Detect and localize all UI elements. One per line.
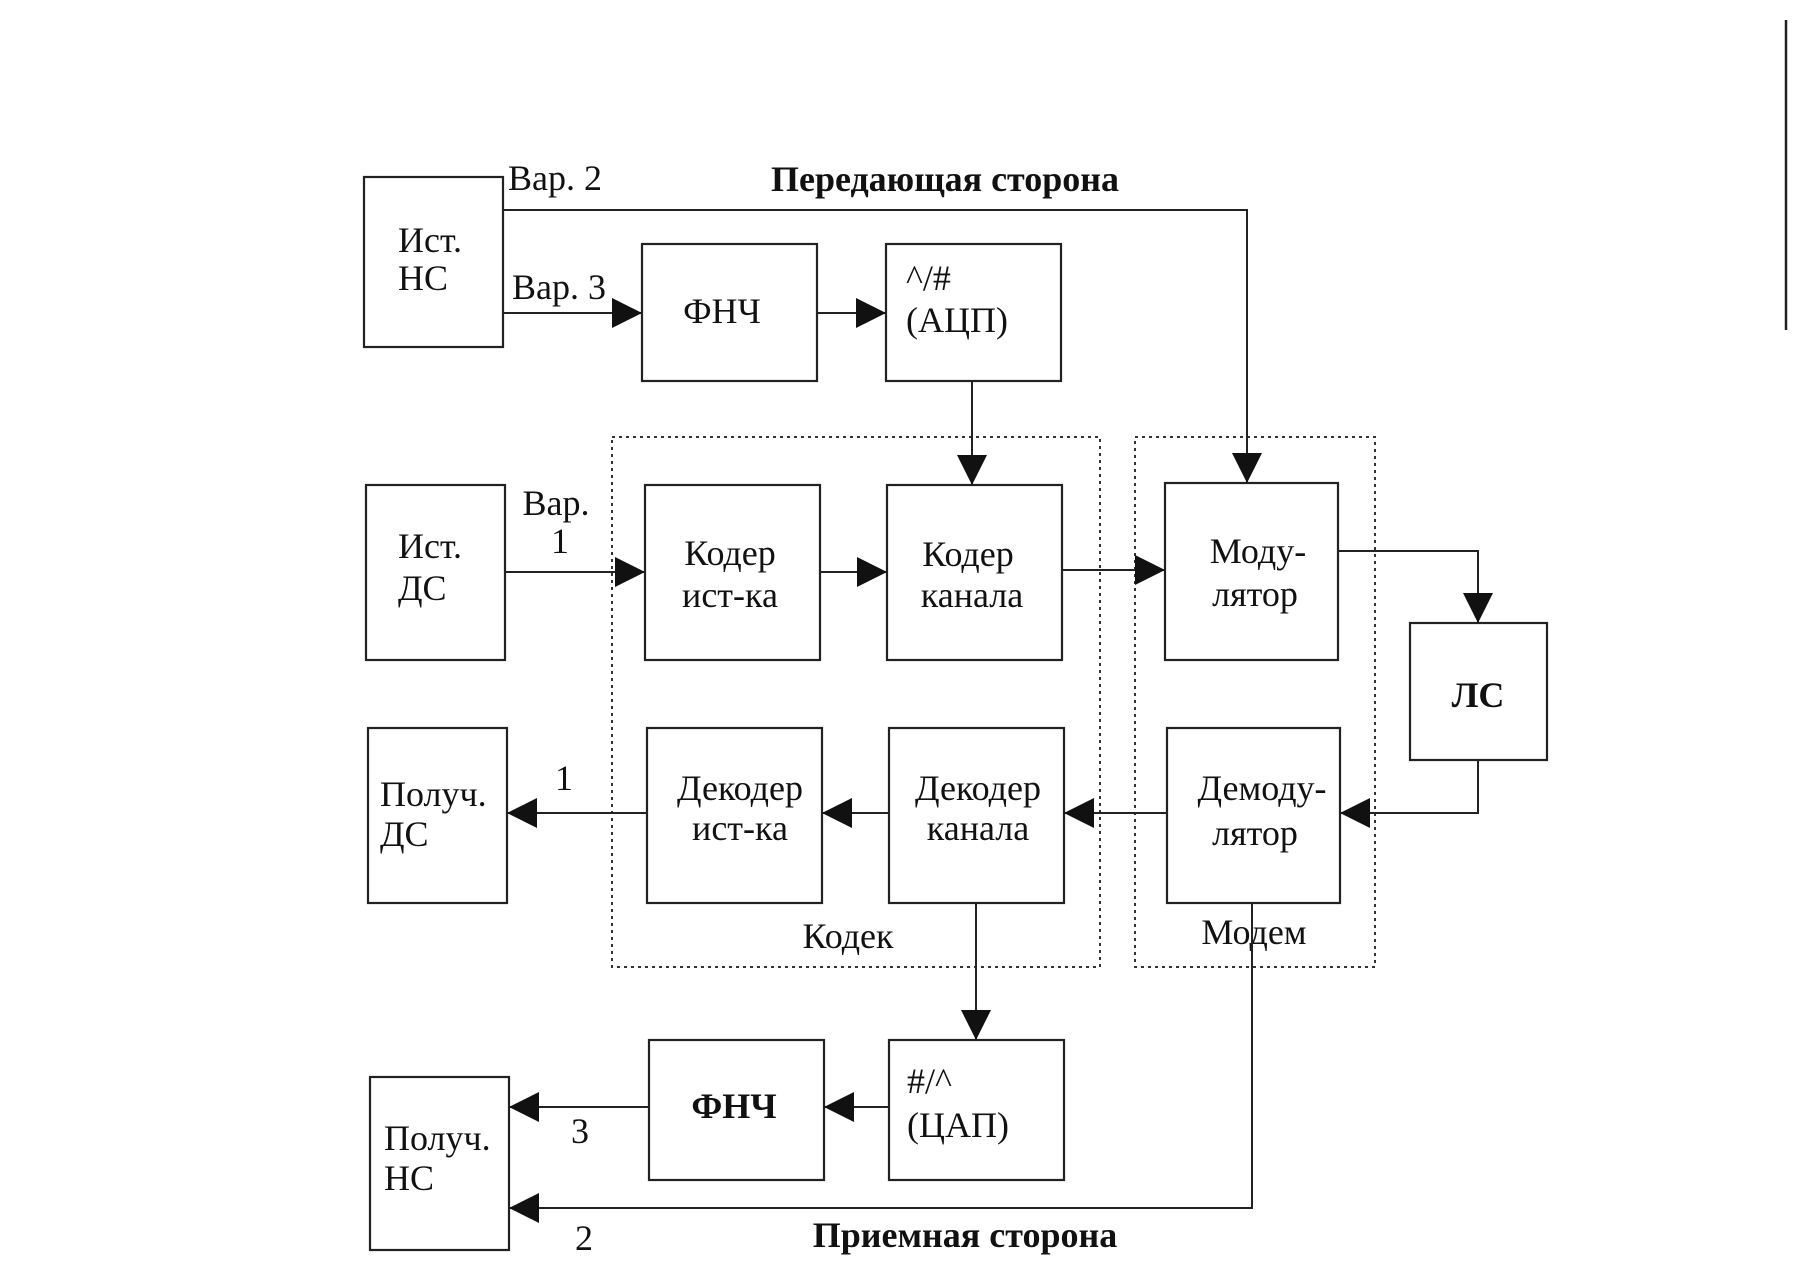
source-ds-line1: Ист. bbox=[398, 526, 462, 566]
source-coder-line2: ист-ка bbox=[682, 575, 778, 615]
channel-coder-line1: Кодер bbox=[922, 534, 1013, 574]
dac-line2: (ЦАП) bbox=[907, 1105, 1009, 1145]
arrow-modulator-to-line bbox=[1338, 550, 1493, 623]
dac-block: #/^ (ЦАП) bbox=[887, 1038, 1066, 1182]
receiver-ns-block: Получ. НС bbox=[368, 1075, 511, 1252]
channel-decoder-line2: канала bbox=[927, 808, 1029, 848]
lpf-tx-label: ФНЧ bbox=[683, 291, 761, 331]
demodulator-line1: Демоду- bbox=[1197, 768, 1326, 808]
adc-line1: ^/# bbox=[906, 258, 951, 298]
receiver-ns-line1: Получ. bbox=[384, 1118, 491, 1158]
modulator-block: Моду- лятор bbox=[1163, 481, 1340, 662]
source-decoder-line2: ист-ка bbox=[692, 808, 788, 848]
codec-group-label: Кодек bbox=[803, 916, 894, 956]
output-3-label: 3 bbox=[571, 1111, 589, 1151]
channel-coder-block: Кодер канала bbox=[885, 483, 1064, 662]
demodulator-line2: лятор bbox=[1212, 813, 1298, 853]
source-coder-block: Кодер ист-ка bbox=[643, 483, 822, 662]
variant-1-label-line1: Вар. bbox=[523, 483, 590, 523]
receive-side-title: Приемная сторона bbox=[813, 1215, 1117, 1255]
variant-1-label-line2: 1 bbox=[551, 521, 569, 561]
channel-decoder-block: Декодер канала bbox=[887, 726, 1066, 905]
dac-line1: #/^ bbox=[907, 1061, 952, 1101]
receiver-ds-block: Получ. ДС bbox=[366, 726, 509, 905]
source-ns-line1: Ист. bbox=[398, 220, 462, 260]
line-label: ЛС bbox=[1452, 675, 1505, 715]
receiver-ds-line1: Получ. bbox=[380, 774, 487, 814]
demodulator-block: Демоду- лятор bbox=[1165, 726, 1342, 905]
source-ns-line2: НС bbox=[398, 258, 448, 298]
source-decoder-block: Декодер ист-ка bbox=[645, 726, 824, 905]
source-ds-line2: ДС bbox=[398, 568, 447, 608]
source-decoder-line1: Декодер bbox=[677, 768, 803, 808]
adc-block: ^/# (АЦП) bbox=[884, 242, 1063, 383]
source-ds-block: Ист. ДС bbox=[364, 483, 507, 662]
modulator-line2: лятор bbox=[1212, 574, 1298, 614]
codec-group bbox=[611, 436, 1101, 968]
modem-group bbox=[1134, 436, 1376, 968]
receiver-ns-line2: НС bbox=[384, 1158, 434, 1198]
arrow-line-to-demodulator bbox=[1340, 760, 1479, 828]
source-coder-line1: Кодер bbox=[684, 533, 775, 573]
lpf-tx-block: ФНЧ bbox=[640, 242, 819, 383]
variant-3-label: Вар. 3 bbox=[512, 267, 606, 307]
output-1-label: 1 bbox=[555, 758, 573, 798]
lpf-rx-block: ФНЧ bbox=[647, 1038, 826, 1182]
modulator-line1: Моду- bbox=[1210, 531, 1306, 571]
lpf-rx-label: ФНЧ bbox=[691, 1086, 776, 1126]
line-block: ЛС bbox=[1408, 621, 1549, 762]
modem-group-label: Модем bbox=[1201, 912, 1306, 952]
output-2-label: 2 bbox=[575, 1218, 593, 1258]
adc-line2: (АЦП) bbox=[906, 300, 1008, 340]
channel-decoder-line1: Декодер bbox=[915, 768, 1041, 808]
source-ns-block: Ист. НС bbox=[362, 175, 505, 349]
transmit-side-title: Передающая сторона bbox=[771, 159, 1119, 199]
arrow-src-ns-to-modulator bbox=[503, 209, 1262, 483]
arrow-demodulator-to-receiver-ns bbox=[509, 903, 1253, 1223]
variant-2-label: Вар. 2 bbox=[508, 158, 602, 198]
channel-coder-line2: канала bbox=[921, 575, 1023, 615]
receiver-ds-line2: ДС bbox=[380, 814, 429, 854]
